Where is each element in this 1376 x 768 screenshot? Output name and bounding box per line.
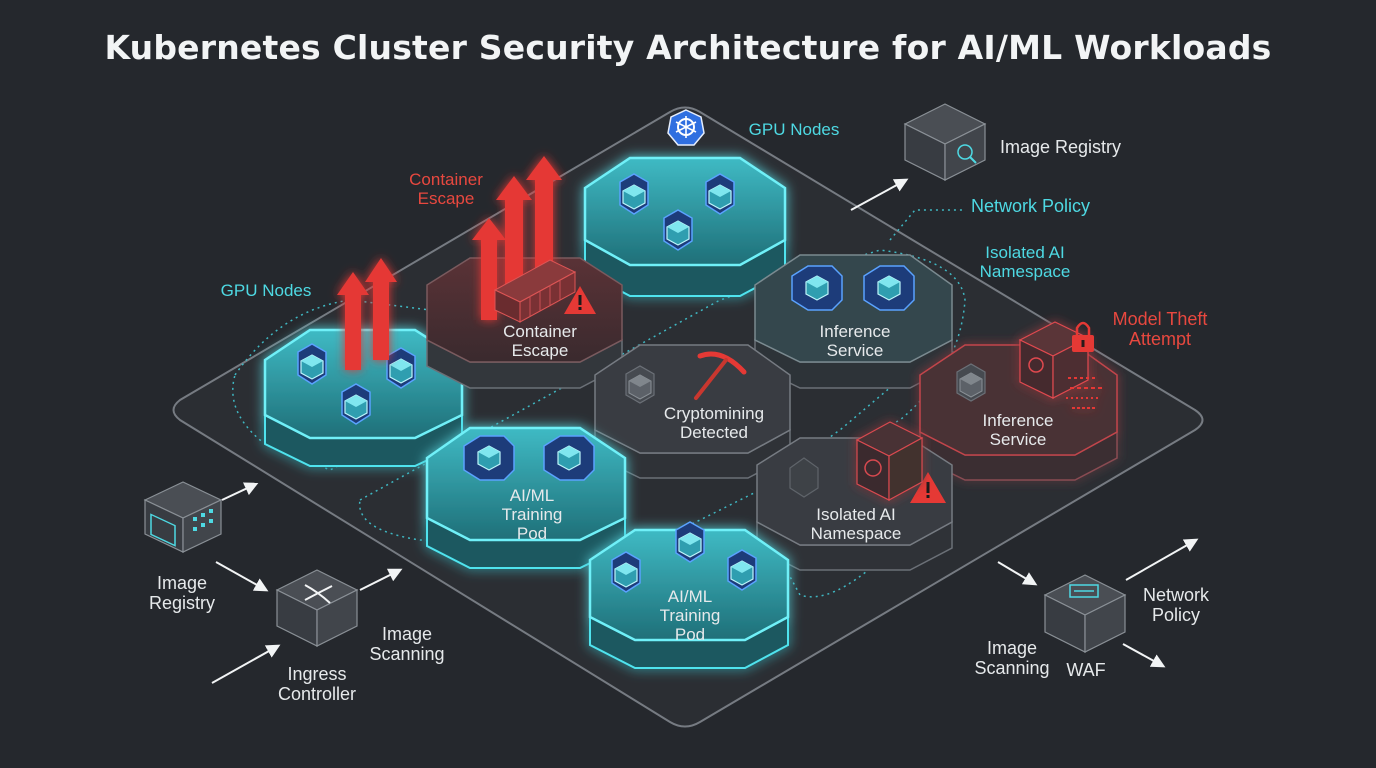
label-image-registry-left: Image Registry: [148, 573, 215, 614]
label-isolated-ai-namespace-node: Isolated AI Namespace: [810, 505, 902, 544]
label-waf: WAF: [1066, 660, 1106, 680]
waf-icon: [1043, 574, 1127, 653]
label-inference-service-right: Inference Service: [982, 411, 1054, 450]
boundary-workload: [358, 249, 966, 547]
label-gpu-nodes-left: GPU Nodes: [220, 281, 312, 300]
shipping-container-icon: [493, 259, 577, 323]
server-vault-icon: [1018, 321, 1104, 409]
label-image-registry-top: Image Registry: [1000, 137, 1122, 157]
server-vault-icon: [855, 421, 924, 502]
label-container-escape-alert: Container Escape: [409, 170, 483, 209]
image-icon: [143, 481, 223, 553]
label-gpu-nodes-top: GPU Nodes: [748, 120, 840, 139]
shuffle-icon: [275, 569, 359, 647]
label-network-policy-top: Network Policy: [971, 196, 1091, 216]
warning-icon: [564, 286, 596, 314]
image-registry-icon: [903, 103, 987, 181]
kubernetes-icon: [667, 109, 705, 146]
node-isolated-namespace: [756, 437, 953, 571]
label-inference-service-upper: Inference Service: [819, 322, 891, 361]
label-network-policy-right: Network Policy: [1142, 585, 1209, 626]
label-training-pod-left: AI/ML Training Pod: [501, 486, 563, 544]
warning-icon: [910, 472, 946, 503]
flow-arrows: [211, 178, 1199, 684]
label-image-scanning-left: Image Scanning: [369, 624, 445, 665]
label-image-scanning-right: Image Scanning: [974, 638, 1050, 679]
label-training-pod-bottom: AI/ML Training Pod: [659, 587, 721, 645]
pickaxe-icon: [694, 351, 747, 400]
lock-icon: [1072, 321, 1094, 352]
label-ingress-controller: Ingress Controller: [277, 664, 357, 705]
label-container-escape-node: Container Escape: [503, 322, 577, 361]
page-title: Kubernetes Cluster Security Architecture…: [104, 28, 1272, 67]
label-isolated-ai-namespace-top: Isolated AI Namespace: [979, 243, 1071, 282]
label-cryptomining-detected: Cryptomining Detected: [663, 404, 765, 443]
cube-icon: [297, 173, 986, 593]
label-model-theft-attempt: Model Theft Attempt: [1112, 309, 1208, 350]
